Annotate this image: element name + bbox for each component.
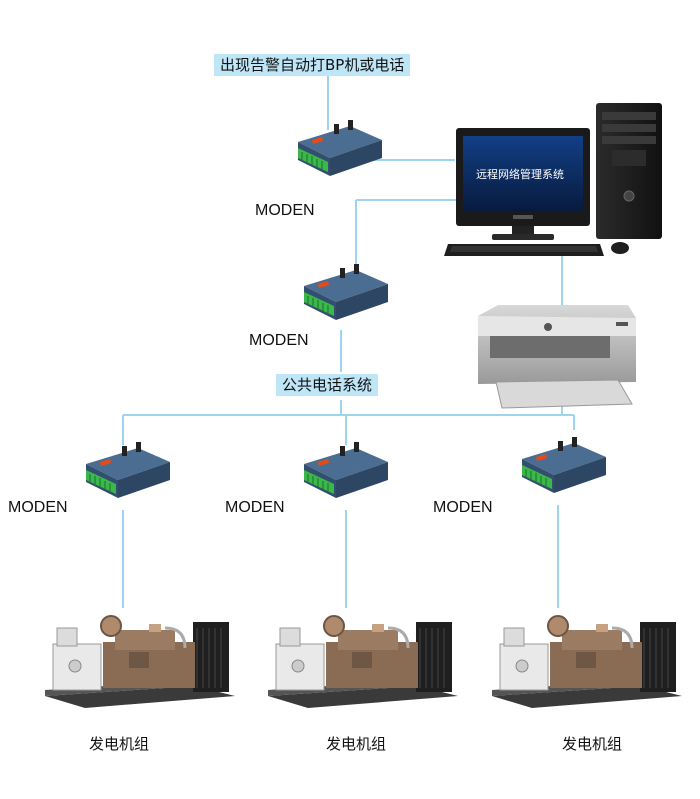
computer-monitor xyxy=(456,128,590,240)
modem-3 xyxy=(85,441,171,499)
connector-lines xyxy=(122,76,575,608)
keyboard xyxy=(444,244,604,256)
phone-system-label: 公共电话系统 xyxy=(276,374,379,396)
moden-label-5: MODEN xyxy=(433,499,493,516)
generator-1 xyxy=(45,614,235,708)
generator-label-2: 发电机组 xyxy=(326,735,387,753)
alarm-label: 出现告警自动打BP机或电话 xyxy=(214,54,411,76)
modem-1 xyxy=(297,119,383,177)
generator-3 xyxy=(492,614,682,708)
modem-4 xyxy=(303,441,389,499)
moden-label-2: MODEN xyxy=(249,332,309,349)
moden-label-3: MODEN xyxy=(8,499,68,516)
computer-tower xyxy=(596,103,662,239)
generator-2 xyxy=(268,614,458,708)
modem-2 xyxy=(303,263,389,321)
generator-label-1: 发电机组 xyxy=(89,735,150,753)
mouse-icon xyxy=(611,242,629,254)
modem-5 xyxy=(521,436,607,494)
generator-label-3: 发电机组 xyxy=(562,735,623,753)
moden-label-1: MODEN xyxy=(255,202,315,219)
moden-label-4: MODEN xyxy=(225,499,285,516)
screen-text: 远程网络管理系统 xyxy=(476,168,564,181)
printer xyxy=(478,305,636,409)
